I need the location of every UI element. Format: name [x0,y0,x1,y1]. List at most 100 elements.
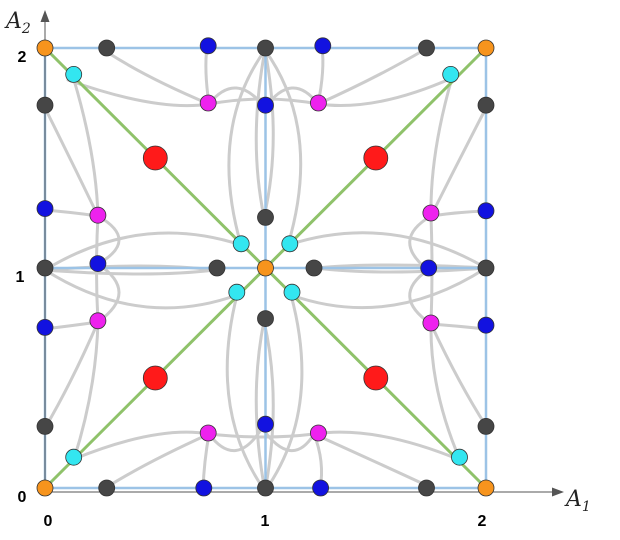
dark-gray-point [477,417,495,435]
blue-point [89,255,107,273]
gray-curve [207,426,264,453]
dark-gray-point [36,96,54,114]
blue-point [477,202,495,220]
cyan-point [228,283,246,301]
gray-curve [429,322,488,428]
dark-gray-point [418,39,435,57]
x-axis-arrowhead [552,487,564,497]
gray-curve [316,76,454,107]
gray-curve [316,48,426,106]
cyan-point [65,448,83,466]
gray-curve [312,432,432,489]
orange-point [257,259,274,277]
y-axis-arrowhead [40,10,50,22]
blue-point [195,479,213,497]
gray-curve [408,268,433,326]
gray-curve [286,231,488,270]
blue-point [36,200,54,218]
gray-curve [225,293,267,493]
gray-curve [262,319,275,493]
gray-curve [429,106,488,218]
red-point [363,365,389,391]
gray-curve [254,319,267,493]
x-axis-title: A1 [564,487,591,515]
y-tick-label-1: 1 [16,269,25,286]
dark-gray-point [477,96,495,114]
y-tick-label-2: 2 [18,49,27,66]
dark-gray-point [257,310,274,328]
magenta-point [309,94,327,112]
dark-gray-point [208,259,226,277]
gray-curve [72,430,211,461]
x-axis-title-subscript: 1 [582,499,591,515]
y-axis-title: A2 [4,9,31,37]
magenta-point [199,94,217,112]
red-point [363,145,389,171]
x-tick-label-2: 2 [478,513,487,530]
cyan-point [451,448,468,466]
gray-curve [43,320,100,430]
gray-curve [429,322,462,462]
blue-point [257,96,274,114]
blue-point [312,479,330,497]
magenta-point [199,424,217,442]
magenta-point [422,204,440,222]
magenta-point [89,206,107,224]
magenta-point [89,312,107,330]
blue-point [199,37,217,55]
gray-curve [429,76,454,218]
dark-gray-point [98,479,116,497]
cyan-point [232,235,250,253]
blue-point [477,316,495,334]
red-point [142,145,168,171]
gray-curve [254,48,267,219]
gray-curve [105,432,211,489]
gray-curve [43,106,100,218]
red-point [142,365,168,391]
gray-curve [72,78,100,218]
gray-curve [207,432,316,439]
gray-curve [105,50,211,106]
dark-gray-point [257,39,274,57]
dark-gray-point [477,259,495,277]
orange-point [477,479,495,497]
axis-labels: 0 1 2 2 1 0 A2 A1 [4,9,591,530]
gray-curve [289,266,488,310]
cyan-point [442,66,460,83]
gray-curve [43,268,239,310]
orange-point [36,479,54,497]
gray-curve [312,430,462,462]
magenta-point [422,314,440,332]
y-tick-label-0: 0 [18,489,27,506]
gray-curve [96,262,121,324]
gray-curve [314,266,488,274]
gray-curve [263,48,303,247]
x-tick-label-1: 1 [261,513,270,530]
dark-gray-point [418,479,435,497]
dark-gray-point [36,259,54,277]
dark-gray-point [257,479,274,497]
gray-curve [72,320,100,461]
blue-point [420,259,438,277]
gray-curve [262,48,275,219]
dark-gray-point [257,208,274,226]
y-axis-title-main: A [4,9,22,34]
gray-curve [66,78,211,108]
cyan-point [281,235,299,253]
gray-curve [227,48,267,247]
gray-curve [43,231,243,272]
orange-point [36,39,54,57]
gray-curve [43,268,216,276]
y-axis-title-subscript: 2 [21,21,31,37]
dark-gray-point [98,39,116,57]
blue-point [257,415,274,433]
points [36,37,495,497]
x-tick-label-0: 0 [44,513,53,530]
gray-curve [260,426,316,453]
gray-curve [408,214,433,272]
dark-gray-point [305,259,323,277]
orange-point [477,39,495,57]
x-axis-title-main: A [564,487,582,512]
magenta-point [309,424,327,442]
